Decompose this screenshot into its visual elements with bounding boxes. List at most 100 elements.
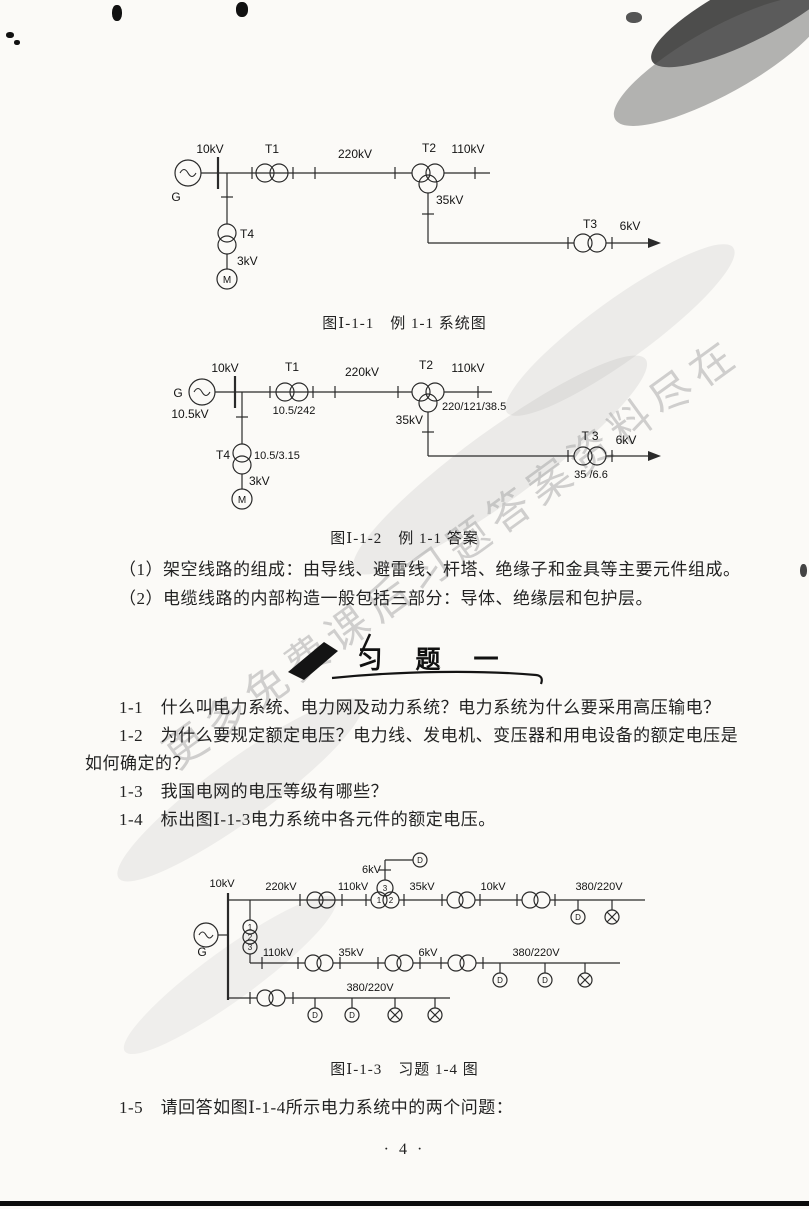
voltage-label: 3kV [249,474,270,488]
voltage-label: 35kV [338,947,364,959]
line-voltage-label: 220kV [338,147,372,161]
transformer-t1-symbol [275,382,309,402]
voltage-label: 380/220V [512,947,560,959]
generator-label: G [171,190,180,204]
t2-ratio-label: 220/121/38.5 [442,401,506,413]
bus-voltage-label: 10kV [209,878,235,890]
load-d-label: D [417,856,423,865]
scan-artifact [626,12,642,23]
voltage-label: 6kV [620,219,641,233]
problem-1-5: 1-5 请回答如图Ⅰ-1-4所示电力系统中的两个问题： [119,1098,514,1117]
winding-number: 1 [377,896,382,905]
voltage-label: 6kV [419,947,439,959]
voltage-label: 110kV [338,881,369,893]
problem-1-2: 1-2 为什么要规定额定电压？电力线、发电机、变压器和用电设备的额定电压是如何确… [85,726,739,773]
motor-label: M [238,495,246,506]
scan-artifact [236,2,248,17]
t1-label: T1 [285,360,299,374]
figure-1-1-2-diagram: M 10kV G 10.5kV T1 10.5/242 220kV T2 110… [171,358,661,510]
load-d-symbol [537,972,553,988]
transformer-t1-symbol [255,163,289,183]
top-voltage-label: 6kV [362,864,382,876]
voltage-label: 220kV [265,881,297,893]
voltage-label: 110kV [451,361,484,375]
voltage-label: 380/220V [346,982,394,994]
voltage-label: 380/220V [575,881,623,893]
generator-label: G [197,945,206,959]
winding-number: 1 [248,923,253,932]
winding-number: 3 [248,943,253,952]
figure-1-1-1-caption: 图Ⅰ-1-1 例 1-1 系统图 [322,316,487,332]
answer-item-1: （1）架空线路的组成：由导线、避雷线、杆塔、绝缘子和金具等主要元件组成。 [119,560,741,579]
generator-label: G [173,386,182,400]
fig2-wires [215,376,648,489]
motor-symbol [231,488,253,510]
lamp-load-symbol [577,972,593,988]
transformer-t2-symbol [411,382,445,413]
voltage-label: 110kV [451,142,484,156]
arrow-icon [648,238,661,248]
lamp-load-symbol [387,1007,403,1023]
t2-label: T2 [422,141,436,155]
problem-1-1: 1-1 什么叫电力系统、电力网及动力系统？电力系统为什么要采用高压输电？ [119,698,721,717]
load-d-symbol [344,1007,360,1023]
row3-transformer-symbol [256,989,286,1007]
gen-voltage-label: 10kV [211,361,238,375]
gen-rated-voltage-label: 10.5kV [171,407,208,421]
bus-three-winding-transformer-symbol [242,919,258,955]
scan-artifact [112,5,122,21]
t4-ratio-label: 10.5/3.15 [254,450,300,462]
winding-number: 2 [248,933,253,942]
transformer-t3-symbol [573,446,607,466]
t3-label: T3 [583,217,597,231]
exercises-header: 习 题 一 [288,633,543,685]
winding-number: 3 [383,884,388,893]
voltage-label: 6kV [616,433,637,447]
voltage-label: 10kV [480,881,506,893]
arrow-icon [648,451,661,461]
load-d-label: D [542,976,548,985]
load-d-symbol [412,852,428,868]
scan-artifact [14,40,20,45]
row1-transformer-c-symbol [521,891,551,909]
t3-ratio-label: 35 /6.6 [574,469,608,481]
fig3-wires [218,859,645,1008]
t3-label: T 3 [581,429,598,443]
fig1-wires [201,157,648,269]
load-d-symbol [307,1007,323,1023]
row1-transformer-b-symbol [446,891,476,909]
scan-artifact [800,564,807,577]
load-d-label: D [349,1011,355,1020]
motor-symbol [216,268,238,290]
transformer-t2-symbol [411,163,445,194]
problem-1-4: 1-4 标出图Ⅰ-1-3电力系统中各元件的额定电压。 [119,810,496,829]
generator-symbol [188,378,216,406]
transformer-t3-symbol [573,233,607,253]
answer-item-2: （2）电缆线路的内部构造一般包括三部分：导体、绝缘层和包护层。 [119,589,653,608]
row1-transformer-a-symbol [306,891,336,909]
transformer-t4-symbol [232,443,252,475]
row2-transformer-a-symbol [304,954,334,972]
row2-transformer-c-symbol [447,954,477,972]
load-d-label: D [497,976,503,985]
scan-artifact-bottom-edge [0,1201,809,1206]
pen-slash-icon [358,633,372,657]
lamp-load-symbol [604,909,620,925]
voltage-label: 110kV [263,947,294,959]
brush-underline [331,670,543,685]
exercises-title: 习 题 一 [357,647,502,674]
load-d-symbol [492,972,508,988]
gen-voltage-label: 10kV [196,142,223,156]
load-d-symbol [570,909,586,925]
voltage-label: 35kV [436,193,463,207]
transformer-t4-symbol [217,223,237,255]
lamp-load-symbol [427,1007,443,1023]
figure-1-1-1-diagram: M 10kV G T1 220kV T2 110kV 35kV T3 6kV T… [171,141,661,290]
t1-label: T1 [265,142,279,156]
t1-ratio-label: 10.5/242 [273,405,316,417]
voltage-label: 35kV [409,881,435,893]
generator-symbol [174,159,202,187]
line-voltage-label: 220kV [345,365,379,379]
t4-label: T4 [240,227,254,241]
